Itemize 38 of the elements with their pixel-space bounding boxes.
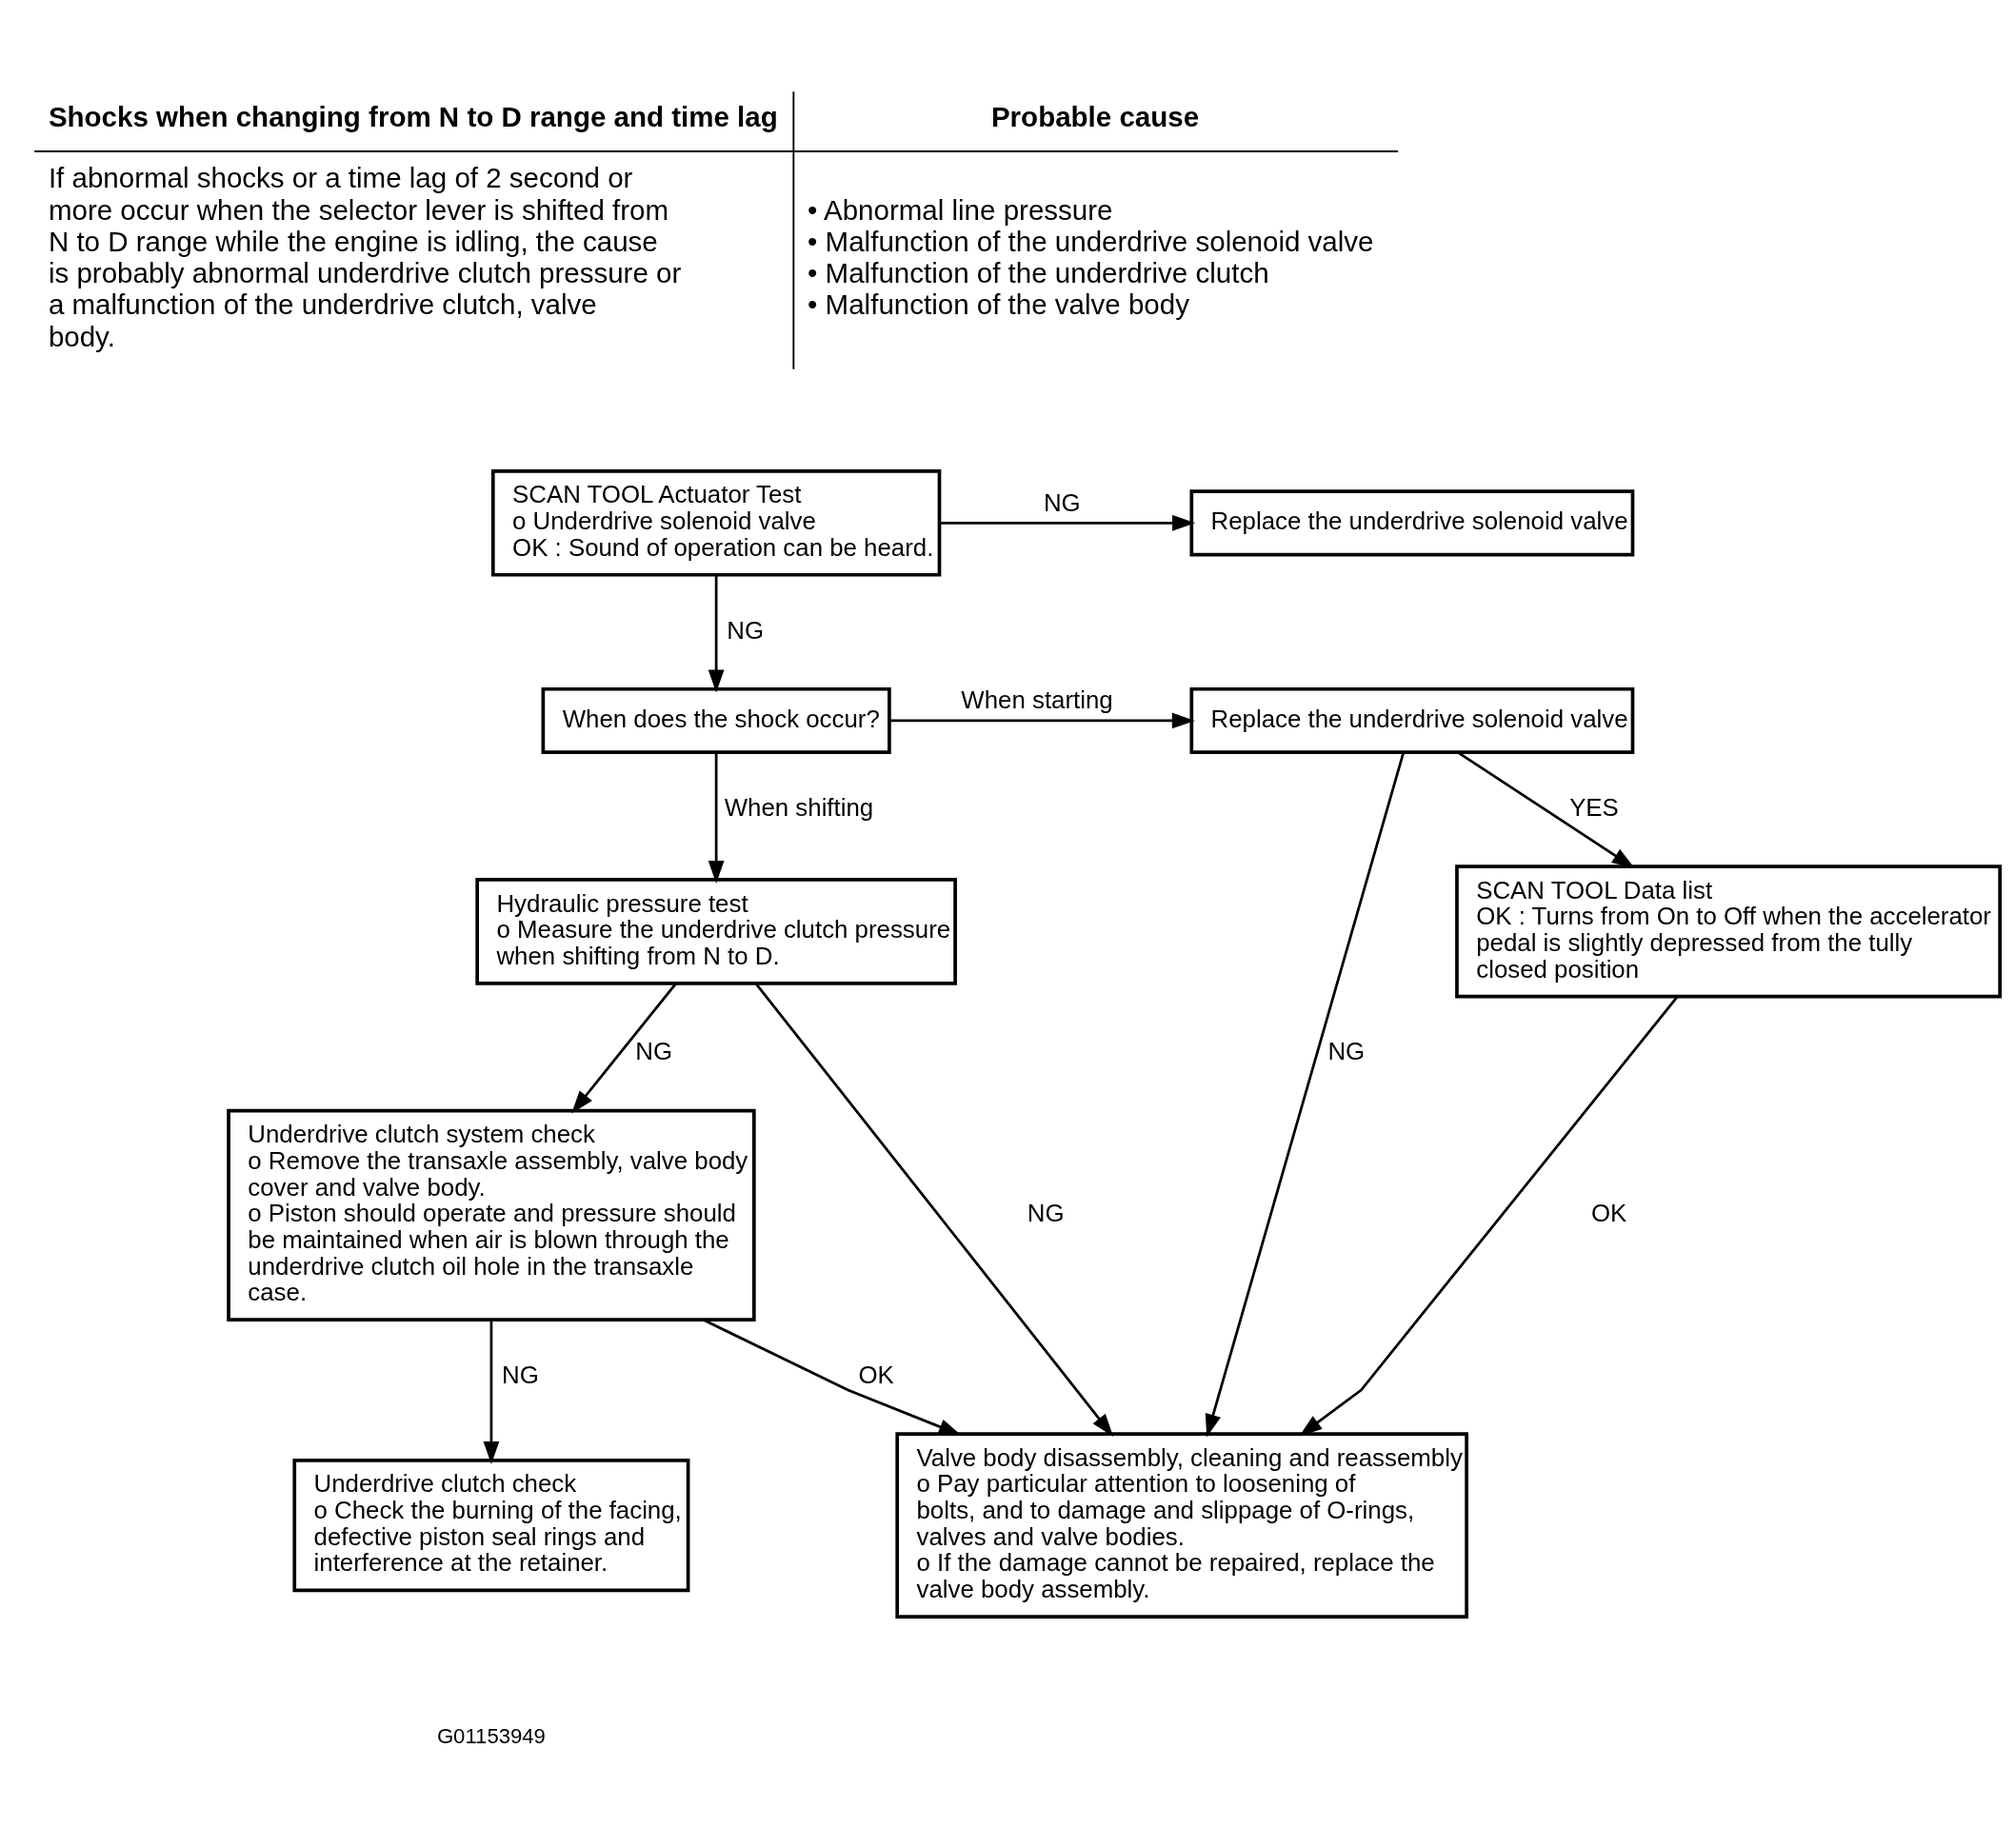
label: • Abnormal line pressure xyxy=(808,193,1113,226)
arrow xyxy=(703,1318,962,1436)
arrow xyxy=(889,712,1195,728)
arrow xyxy=(708,751,725,884)
node-box: Hydraulic pressure test o Measure the underdrive clutch pressure when shifting from N to D. xyxy=(475,877,957,985)
arrow xyxy=(939,514,1196,531)
node-box: SCAN TOOL Data list OK : Turns from On to Off when the accelerator pedal is slightly depressed from the tully closed position xyxy=(1455,864,2002,998)
node-box: SCAN TOOL Actuator Test o Underdrive solenoid valve OK : Sound of operation can be heard. xyxy=(490,468,942,577)
label: G01153949 xyxy=(436,1723,546,1748)
arrow xyxy=(1299,995,1679,1436)
node-box: When does the shock occur? xyxy=(541,686,891,754)
arrow xyxy=(754,982,1114,1437)
edge-label: NG xyxy=(502,1361,539,1388)
label: If abnormal shocks or a time lag of 2 second or more occur when the selector lever is shifted from N to D range while the engine is idling, the cause is probably abnormal underdrive clutch pressure or a malfunction of the underdrive clutch, valve body. xyxy=(48,161,682,352)
edge-label: NG xyxy=(1027,1199,1065,1226)
label: Probable cause xyxy=(990,100,1200,132)
node-box: Underdrive clutch check o Check the burning of the facing, defective piston seal rings and interference at the retainer. xyxy=(292,1458,690,1592)
edge-label: NG xyxy=(727,616,765,644)
edge-label: When starting xyxy=(961,686,1113,713)
edge-label: OK xyxy=(858,1361,894,1388)
node-box: Valve body disassembly, cleaning and reassembly o Pay particular attention to loosening of bolts, and to damage and slippage of O-rings, valves and valve bodies. o If the damage cannot be repaired, replace the valve body assembly. xyxy=(895,1431,1468,1619)
label: • Malfunction of the underdrive clutch xyxy=(808,256,1269,288)
arrow xyxy=(708,574,725,692)
arrow xyxy=(1205,751,1406,1437)
label: • Malfunction of the valve body xyxy=(808,288,1189,320)
edge-label: OK xyxy=(1591,1199,1627,1226)
edge-label: NG xyxy=(1043,488,1081,516)
label: • Malfunction of the underdrive solenoid valve xyxy=(808,225,1374,257)
arrow xyxy=(483,1319,500,1464)
node-box: Underdrive clutch system check o Remove the transaxle assembly, valve body cover and valve body. o Piston should operate and pressure should be maintained when air is blown through the underdrive clutch oil hole in the transaxle case. xyxy=(227,1108,756,1321)
edge-label: When shifting xyxy=(724,793,874,821)
edge-label: NG xyxy=(1327,1037,1366,1064)
label: Shocks when changing from N to D range and time lag xyxy=(48,100,778,132)
edge-label: NG xyxy=(635,1037,673,1064)
edge-label: YES xyxy=(1569,793,1619,821)
node-box: Replace the underdrive solenoid valve xyxy=(1189,686,1635,754)
node-box: Replace the underdrive solenoid valve xyxy=(1189,488,1635,556)
arrow xyxy=(571,982,677,1114)
